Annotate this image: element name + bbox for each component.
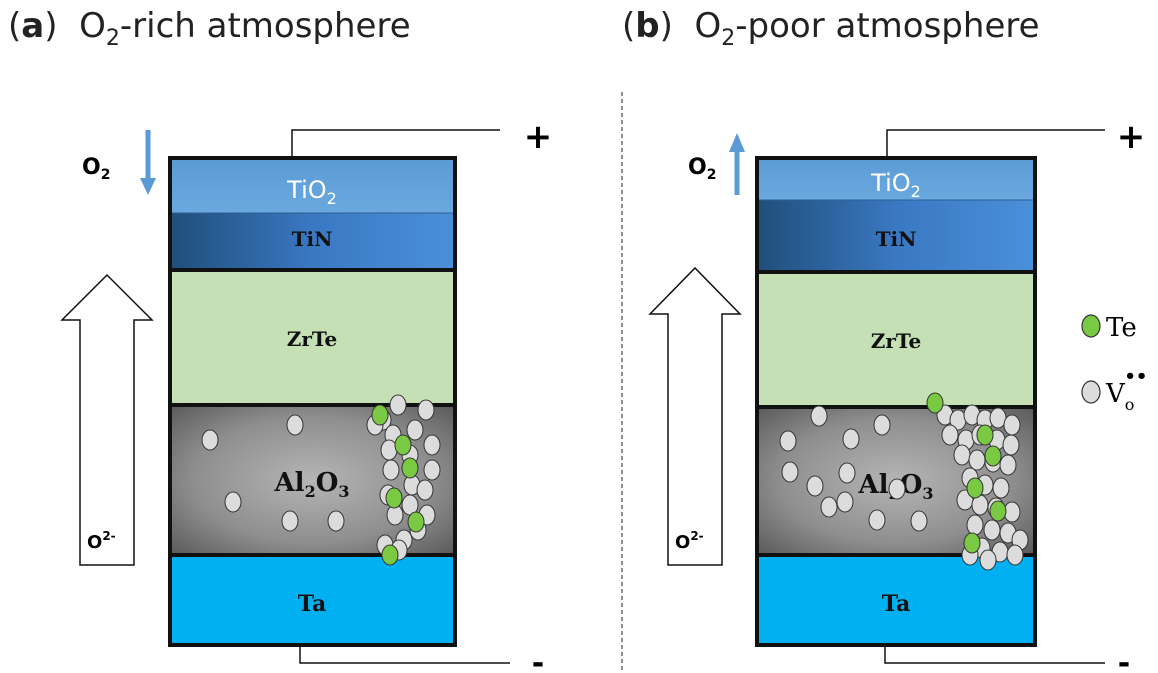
tio2-layer-a: [170, 158, 455, 213]
legend: Te Vo••: [1081, 313, 1147, 414]
plus-terminal-b: +: [1117, 117, 1146, 157]
vacancy-legend-dot: [1081, 380, 1101, 404]
vacancy-dot: [999, 454, 1017, 476]
tin-layer-b: [757, 200, 1035, 272]
vacancy-dot: [820, 496, 838, 518]
te-dot: [989, 500, 1007, 522]
ta-layer-a: [170, 555, 455, 645]
minus-terminal-a: -: [532, 646, 544, 673]
minus-terminal-b: -: [1118, 646, 1130, 673]
vacancy-dot: [836, 491, 854, 513]
vacancy-dot: [992, 477, 1010, 499]
tio2-label-a: TiO2: [286, 176, 337, 208]
ion-label-b: O2-: [675, 529, 704, 553]
te-dot: [371, 404, 389, 426]
vacancy-dot: [406, 419, 424, 441]
vacancy-dot: [389, 394, 407, 416]
te-dot: [407, 511, 425, 533]
filament-dots-b: [779, 392, 1029, 571]
zrte-label-b: ZrTe: [871, 329, 921, 353]
tin-label-a: TiN: [292, 227, 333, 251]
vacancy-dot: [806, 475, 824, 497]
vacancy-dot: [281, 510, 299, 532]
ion-label-a: O2-: [87, 529, 116, 553]
o2-gas-label-b: O2: [688, 155, 716, 183]
plus-terminal-a: +: [524, 117, 553, 157]
arrow-up-icon: [729, 133, 745, 195]
filament-dots-a: [201, 394, 441, 566]
vacancy-dot: [286, 414, 304, 436]
tio2-label-b: TiO2: [870, 169, 921, 201]
bottom-wire-a: [299, 645, 510, 664]
vacancy-dot: [941, 424, 959, 446]
vacancy-dot: [979, 549, 997, 571]
vacancy-dot: [966, 514, 984, 536]
vacancy-dot: [382, 459, 400, 481]
tin-layer-a: [170, 213, 455, 270]
arrow-down-icon: [140, 130, 156, 195]
vacancy-dot: [953, 444, 971, 466]
vacancy-dot: [327, 510, 345, 532]
vacancy-dot: [416, 479, 434, 501]
bottom-wire-b: [884, 645, 1105, 664]
te-dot: [401, 457, 419, 479]
vacancy-dot: [968, 449, 986, 471]
vacancy-dot: [888, 478, 906, 500]
vacancy-dot: [224, 491, 242, 513]
vacancy-dot: [779, 430, 797, 452]
zrte-layer-a: [170, 270, 455, 405]
vacancy-dot: [423, 459, 441, 481]
vacancy-dot: [842, 428, 860, 450]
vacancy-dot: [423, 434, 441, 456]
ta-label-a: Ta: [298, 591, 327, 617]
vacancy-dot: [983, 519, 1001, 541]
te-dot: [926, 392, 944, 414]
vacancy-dot: [873, 414, 891, 436]
vacancy-dot: [910, 510, 928, 532]
te-dot: [966, 477, 984, 499]
vacancy-legend-label: Vo••: [1105, 366, 1147, 414]
te-dot: [394, 434, 412, 456]
vacancy-dot: [810, 405, 828, 427]
al2o3-label-a: Al2O3: [274, 468, 350, 501]
vacancy-dot: [1006, 544, 1024, 566]
vacancy-dot: [781, 461, 799, 483]
o2-gas-label-a: O2: [82, 155, 110, 183]
ion-flow-arrow-icon-b: [648, 266, 742, 566]
te-legend-dot: [1081, 314, 1101, 338]
zrte-layer-b: [757, 272, 1035, 407]
vacancy-dot: [201, 429, 219, 451]
zrte-label-a: ZrTe: [287, 327, 337, 351]
vacancy-dot: [380, 439, 398, 461]
te-dot: [963, 532, 981, 554]
top-wire-b: [886, 129, 1105, 158]
ta-label-b: Ta: [882, 591, 911, 617]
te-dot: [381, 544, 399, 566]
te-dot: [984, 445, 1002, 467]
vacancy-dot: [838, 462, 856, 484]
top-wire-a: [291, 129, 500, 158]
panel-a-title: (a) O2-rich atmosphere: [8, 6, 411, 51]
tin-label-b: TiN: [876, 227, 917, 251]
ion-flow-arrow-icon-a: [60, 273, 154, 566]
vacancy-dot: [1002, 434, 1020, 456]
vacancy-dot: [1003, 414, 1021, 436]
te-legend-label: Te: [1106, 313, 1137, 343]
panel-b-title: (b) O2-poor atmosphere: [622, 6, 1040, 51]
te-dot: [385, 487, 403, 509]
te-dot: [976, 424, 994, 446]
vacancy-dot: [868, 509, 886, 531]
tio2-layer-b: [757, 158, 1035, 200]
panel-a-stack: [168, 156, 457, 647]
vacancy-dot: [417, 399, 435, 421]
